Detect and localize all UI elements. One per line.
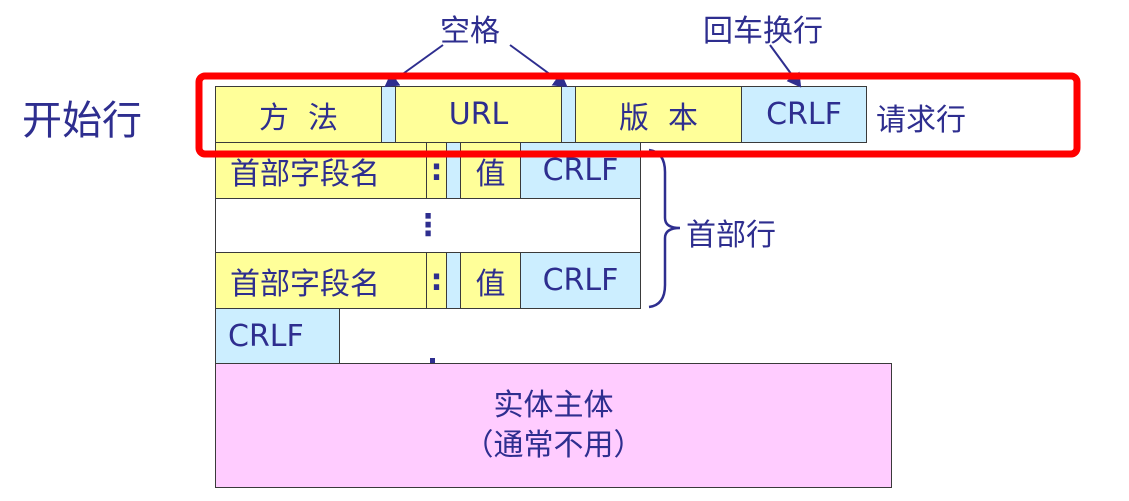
blank-line-crlf: CRLF xyxy=(215,308,340,364)
entity-body: 实体主体 （通常不用） xyxy=(215,363,892,488)
header-ellipsis-row: ⋮ xyxy=(215,198,641,253)
header-colon: : xyxy=(426,252,447,309)
request-line-label: 请求行 xyxy=(876,103,966,138)
header-field-name: 首部字段名 xyxy=(215,252,427,309)
version-field: 版 本 xyxy=(575,86,742,143)
space-arrow-right xyxy=(509,44,568,88)
dot-marker xyxy=(430,358,435,363)
header-lines-label: 首部行 xyxy=(686,218,776,253)
crlf-annotation: 回车换行 xyxy=(703,14,823,49)
header-value: 值 xyxy=(460,252,521,309)
header-brace-icon xyxy=(648,148,681,309)
space-arrow-left xyxy=(384,44,444,88)
space-annotation: 空格 xyxy=(440,14,500,49)
entity-body-note: （通常不用） xyxy=(463,427,644,463)
start-line-highlight-box xyxy=(195,72,1081,158)
header-crlf: CRLF xyxy=(520,252,641,309)
entity-body-title: 实体主体 xyxy=(493,387,614,423)
crlf-field: CRLF xyxy=(741,86,867,143)
crlf-arrow xyxy=(769,44,802,88)
start-line-label: 开始行 xyxy=(22,98,142,144)
